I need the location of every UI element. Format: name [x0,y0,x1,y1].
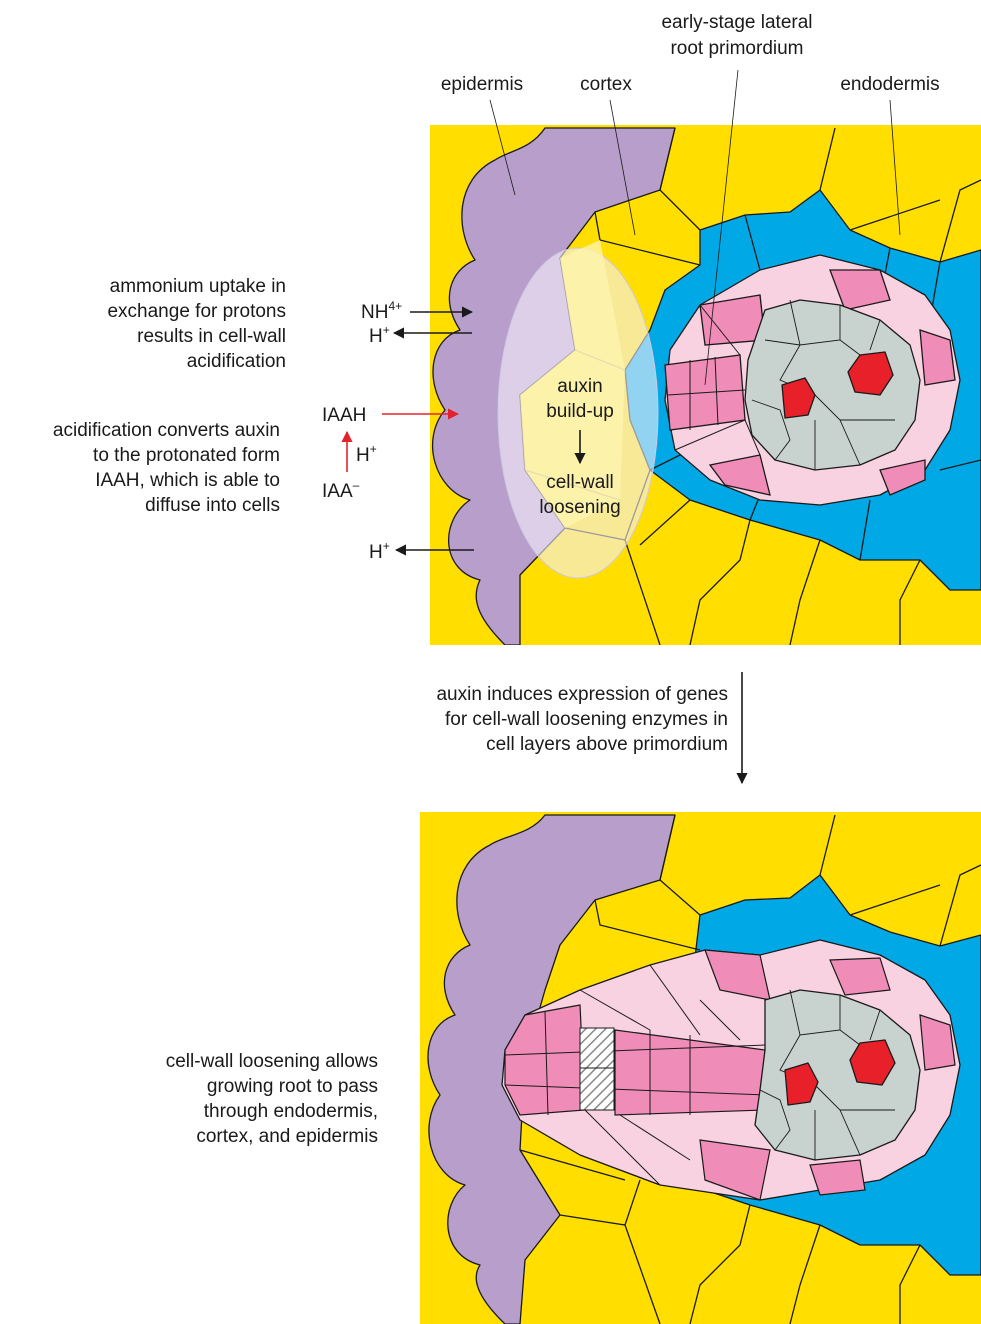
transition-text-line3: cell layers above primordium [486,734,728,755]
panel-2-text-line2: growing root to pass [207,1076,378,1097]
label-endodermis: endodermis [840,74,939,95]
ammonium-text-line2: exchange for protons [107,301,286,322]
loosening-line1: cell-wall [546,472,614,493]
label-primordium-line1: early-stage lateral [661,12,812,33]
ammonium-text-line1: ammonium uptake in [110,276,286,297]
h-label-1: H+ [369,323,390,347]
ammonium-text-line4: acidification [187,351,286,372]
hatched-cells [580,1028,614,1110]
panel-2-text-line3: through endodermis, [204,1101,378,1122]
ammonium-text-line3: results in cell-wall [137,326,286,347]
acidification-text-line3: IAAH, which is able to [95,470,280,491]
panel-1-root-section [430,125,981,645]
auxin-buildup-line1: auxin [557,376,602,397]
loosening-line2: loosening [539,497,620,518]
nh4-label: NH4+ [361,299,402,323]
transition-text-line2: for cell-wall loosening enzymes in [445,709,728,730]
label-epidermis: epidermis [441,74,523,95]
panel-2-root-section [420,812,981,1324]
acidification-text-line4: diffuse into cells [145,495,280,516]
transition-text-line1: auxin induces expression of genes [436,684,728,705]
h-label-2: H+ [356,442,377,466]
panel-2-text-line4: cortex, and epidermis [196,1126,378,1147]
label-cortex: cortex [580,74,632,95]
acidification-text-line2: to the protonated form [93,445,280,466]
label-primordium-line2: root primordium [670,38,803,59]
iaa-label: IAA– [322,478,360,502]
h-label-3: H+ [369,539,390,563]
auxin-buildup-line2: build-up [546,401,614,422]
iaah-label: IAAH [322,405,366,426]
acidification-text-line1: acidification converts auxin [53,420,280,441]
panel-2-text-line1: cell-wall loosening allows [166,1051,378,1072]
